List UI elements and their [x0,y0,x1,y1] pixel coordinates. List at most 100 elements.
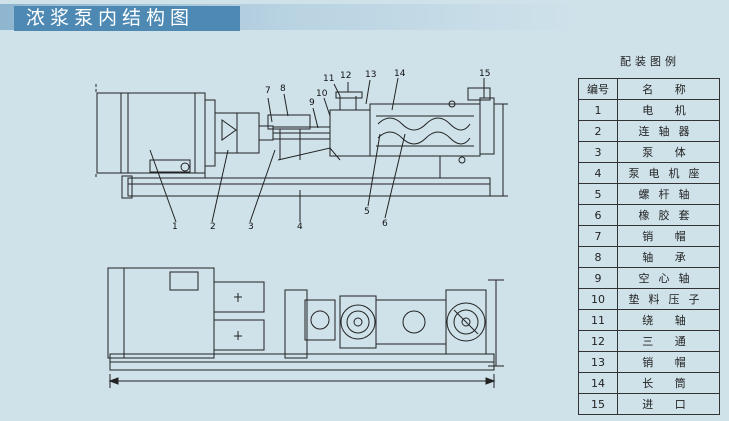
legend-part-name: 螺杆轴 [617,183,720,205]
plan-bearing [284,289,308,359]
legend-number: 8 [578,246,618,268]
legend-part-name: 空心轴 [617,267,720,289]
leader-3 [249,149,276,223]
leader-10 [323,97,331,117]
legend-number: 2 [578,120,618,142]
plan-inlet-flange [446,302,486,342]
plan-view [107,267,504,388]
legend-part-name: 长 筒 [617,372,720,394]
legend-number: 6 [578,204,618,226]
legend-number: 5 [578,183,618,205]
legend-part-name: 销 帽 [617,351,720,373]
stuffing-box [329,109,371,157]
legend-number: 9 [578,267,618,289]
callout-13: 13 [365,70,377,80]
motor-bolt [180,162,190,172]
leader-1 [149,149,177,223]
legend-title: 配装图例 [620,55,680,68]
legend-part-name: 进 口 [617,393,720,415]
title-banner: 浓浆泵内结构图 [0,0,729,34]
legend-part-name: 绕 轴 [617,309,720,331]
legend-header-number: 编号 [578,78,618,100]
legend-number: 1 [578,99,618,121]
bearing-housing [267,114,311,130]
callout-11: 11 [323,74,335,84]
plan-tee [339,295,377,349]
leader-11 [333,83,341,97]
legend-header-row: 编号 名 称 [578,78,720,100]
legend-number: 10 [578,288,618,310]
callout-1: 1 [172,222,178,232]
legend-number: 12 [578,330,618,352]
plan-motor-body [123,267,215,359]
callout-4: 4 [297,222,303,232]
callout-14: 14 [394,69,406,79]
plan-outlet-flange [340,304,376,340]
leader-6 [384,133,406,219]
leader-2 [211,149,229,223]
leader-8 [283,93,289,117]
inlet-port-top [467,87,491,101]
callout-9: 9 [309,98,315,108]
page-title: 浓浆泵内结构图 [26,7,195,29]
motor-flange [204,99,216,167]
legend-part-name: 垫料压子 [617,288,720,310]
legend-number: 13 [578,351,618,373]
legend-part-name: 泵电机座 [617,162,720,184]
legend-number: 11 [578,309,618,331]
callout-2: 2 [210,222,216,232]
legend-part-name: 泵 体 [617,141,720,163]
plan-motor-fan [107,267,125,359]
legend-number: 14 [578,372,618,394]
legend-header-name: 名 称 [617,78,720,100]
callout-8: 8 [280,84,286,94]
callout-7: 7 [265,86,271,96]
leader-14 [391,77,399,111]
legend-number: 15 [578,393,618,415]
side-view [95,77,508,223]
leader-9 [312,107,319,129]
motor-fan-cover [96,92,122,174]
motor-body [120,92,206,174]
legend-number: 7 [578,225,618,247]
legend-part-name: 轴 承 [617,246,720,268]
inlet-flange-side [479,97,495,155]
plan-coupling-guard [213,281,265,313]
callout-5: 5 [364,207,370,217]
plan-long-barrel [375,299,447,345]
legend-part-name: 连轴器 [617,120,720,142]
legend-part-name: 橡胶套 [617,204,720,226]
callout-15: 15 [479,69,491,79]
leader-5 [367,133,381,207]
callout-10: 10 [316,89,328,99]
tee-outlet-flange [335,91,363,99]
leader-7 [267,97,273,123]
legend-part-name: 三 通 [617,330,720,352]
legend-number: 4 [578,162,618,184]
legend-part-name: 电 机 [617,99,720,121]
legend-part-name: 销 帽 [617,225,720,247]
leader-13 [365,79,371,105]
callout-12: 12 [340,71,352,81]
screw-rotor [377,117,471,131]
banner-box [14,6,240,31]
callout-3: 3 [248,222,254,232]
legend-number: 3 [578,141,618,163]
